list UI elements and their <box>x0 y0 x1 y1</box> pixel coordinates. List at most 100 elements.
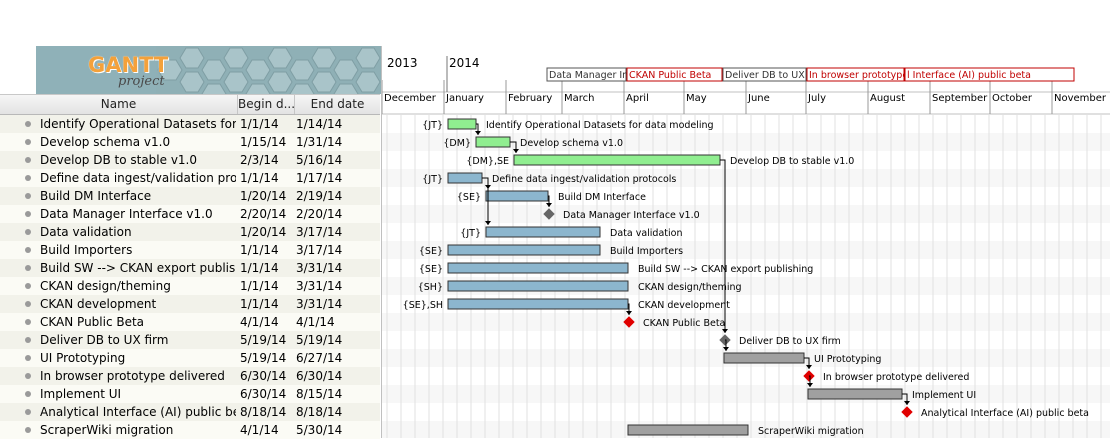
task-end-date[interactable]: 3/31/14 <box>296 297 343 311</box>
table-row[interactable]: Data validation 1/20/14 3/17/14 <box>0 223 380 241</box>
task-name[interactable]: Develop DB to stable v1.0 <box>40 153 198 167</box>
logo-wordmark: GANTT project <box>88 53 178 93</box>
row-bullet-icon <box>25 193 31 199</box>
table-row[interactable]: Build Importers 1/1/14 3/17/14 <box>0 241 380 259</box>
chart-row-band <box>382 169 1110 187</box>
task-begin-date[interactable]: 1/20/14 <box>240 225 287 239</box>
task-end-date[interactable]: 3/17/14 <box>296 225 343 239</box>
task-name[interactable]: In browser prototype delivered <box>40 369 225 383</box>
chart-row-band <box>382 331 1110 349</box>
row-bullet-icon <box>25 211 31 217</box>
column-header-begin-date[interactable]: Begin d... <box>238 95 295 114</box>
task-begin-date[interactable]: 1/1/14 <box>240 297 279 311</box>
table-row[interactable]: UI Prototyping 5/19/14 6/27/14 <box>0 349 380 367</box>
task-bar-label: In browser prototype delivered <box>823 372 969 383</box>
task-begin-date[interactable]: 5/19/14 <box>240 351 287 365</box>
task-end-date[interactable]: 6/27/14 <box>296 351 343 365</box>
task-name[interactable]: Analytical Interface (AI) public beta <box>40 405 236 419</box>
task-begin-date[interactable]: 1/15/14 <box>240 135 287 149</box>
task-name[interactable]: UI Prototyping <box>40 351 126 365</box>
task-name[interactable]: Define data ingest/validation proto... <box>40 171 236 185</box>
logo-word: GANTT <box>88 53 169 77</box>
task-bar <box>447 118 477 130</box>
table-row[interactable]: Deliver DB to UX firm 5/19/14 5/19/14 <box>0 331 380 349</box>
task-begin-date[interactable]: 1/1/14 <box>240 171 279 185</box>
milestone-flag <box>722 67 807 82</box>
milestone-flag <box>546 67 627 82</box>
chart-row-band <box>382 205 1110 223</box>
task-name[interactable]: Build Importers <box>40 243 133 257</box>
task-end-date[interactable]: 5/16/14 <box>296 153 343 167</box>
task-name[interactable]: ScraperWiki migration <box>40 423 174 437</box>
task-end-date[interactable]: 1/31/14 <box>296 135 343 149</box>
table-row[interactable]: CKAN development 1/1/14 3/31/14 <box>0 295 380 313</box>
month-label: November <box>1054 93 1107 104</box>
task-name[interactable]: Data validation <box>40 225 132 239</box>
task-table-header: Name Begin d... End date <box>0 94 380 115</box>
task-begin-date[interactable]: 1/20/14 <box>240 189 287 203</box>
task-name[interactable]: Build DM Interface <box>40 189 152 203</box>
task-name[interactable]: Data Manager Interface v1.0 <box>40 207 213 221</box>
task-begin-date[interactable]: 1/1/14 <box>240 279 279 293</box>
task-begin-date[interactable]: 2/3/14 <box>240 153 279 167</box>
task-end-date[interactable]: 5/30/14 <box>296 423 343 437</box>
table-row[interactable]: CKAN Public Beta 4/1/14 4/1/14 <box>0 313 380 331</box>
task-resource-label: {SH} <box>418 282 443 293</box>
task-begin-date[interactable]: 2/20/14 <box>240 207 287 221</box>
task-begin-date[interactable]: 6/30/14 <box>240 387 287 401</box>
task-end-date[interactable]: 2/19/14 <box>296 189 343 203</box>
milestone-flag-label: Data Manager In <box>549 70 628 81</box>
column-header-end-date[interactable]: End date <box>310 97 365 111</box>
task-name[interactable]: Develop schema v1.0 <box>40 135 171 149</box>
table-row[interactable]: Build DM Interface 1/20/14 2/19/14 <box>0 187 380 205</box>
task-name[interactable]: Build SW --> CKAN export publishi... <box>40 261 236 275</box>
task-end-date[interactable]: 8/15/14 <box>296 387 343 401</box>
task-name[interactable]: CKAN development <box>40 297 157 311</box>
table-row[interactable]: Data Manager Interface v1.0 2/20/14 2/20/1… <box>0 205 380 223</box>
task-end-date[interactable]: 6/30/14 <box>296 369 343 383</box>
table-row[interactable]: Develop DB to stable v1.0 2/3/14 5/16/14 <box>0 151 380 169</box>
task-name[interactable]: Implement UI <box>40 387 122 401</box>
task-end-date[interactable]: 2/20/14 <box>296 207 343 221</box>
table-row[interactable]: Define data ingest/validation proto... 1/… <box>0 169 380 187</box>
task-begin-date[interactable]: 6/30/14 <box>240 369 287 383</box>
task-begin-date[interactable]: 5/19/14 <box>240 333 287 347</box>
task-end-date[interactable]: 3/17/14 <box>296 243 343 257</box>
task-name[interactable]: Deliver DB to UX firm <box>40 333 169 347</box>
task-end-date[interactable]: 4/1/14 <box>296 315 335 329</box>
dependency-arrowhead <box>807 383 813 387</box>
task-begin-date[interactable]: 4/1/14 <box>240 315 279 329</box>
table-row[interactable]: Implement UI 6/30/14 8/15/14 <box>0 385 380 403</box>
task-end-date[interactable]: 5/19/14 <box>296 333 343 347</box>
dependency-arrowhead <box>513 149 519 153</box>
table-row[interactable]: Identify Operational Datasets for d... 1/… <box>0 115 380 133</box>
task-name[interactable]: CKAN design/theming <box>40 279 171 293</box>
task-name[interactable]: CKAN Public Beta <box>40 315 145 329</box>
month-label: September <box>932 93 988 104</box>
task-end-date[interactable]: 3/31/14 <box>296 261 343 275</box>
task-end-date[interactable]: 1/14/14 <box>296 117 343 131</box>
task-end-date[interactable]: 3/31/14 <box>296 279 343 293</box>
task-begin-date[interactable]: 1/1/14 <box>240 117 279 131</box>
table-row[interactable]: Build SW --> CKAN export publishi... 1/1/… <box>0 259 380 277</box>
task-begin-date[interactable]: 4/1/14 <box>240 423 279 437</box>
table-row[interactable]: Analytical Interface (AI) public beta 8/1… <box>0 403 380 421</box>
dependency-arrowhead <box>546 203 552 207</box>
task-resource-label: {SE} <box>457 192 481 203</box>
dependency-arrowhead <box>723 347 729 351</box>
dependency-arrowhead <box>626 311 632 315</box>
task-end-date[interactable]: 1/17/14 <box>296 171 343 185</box>
table-row[interactable]: Develop schema v1.0 1/15/14 1/31/14 <box>0 133 380 151</box>
table-row[interactable]: CKAN design/theming 1/1/14 3/31/14 <box>0 277 380 295</box>
milestone-flag <box>626 67 723 82</box>
table-row[interactable]: ScraperWiki migration 4/1/14 5/30/14 <box>0 421 380 439</box>
task-end-date[interactable]: 8/18/14 <box>296 405 343 419</box>
task-begin-date[interactable]: 1/1/14 <box>240 243 279 257</box>
task-name[interactable]: Identify Operational Datasets for d... <box>40 117 236 131</box>
column-header-name[interactable]: Name <box>0 95 238 114</box>
task-bar <box>447 244 601 256</box>
task-begin-date[interactable]: 8/18/14 <box>240 405 287 419</box>
table-row[interactable]: In browser prototype delivered 6/30/14 6/3… <box>0 367 380 385</box>
task-begin-date[interactable]: 1/1/14 <box>240 261 279 275</box>
row-bullet-icon <box>25 283 31 289</box>
